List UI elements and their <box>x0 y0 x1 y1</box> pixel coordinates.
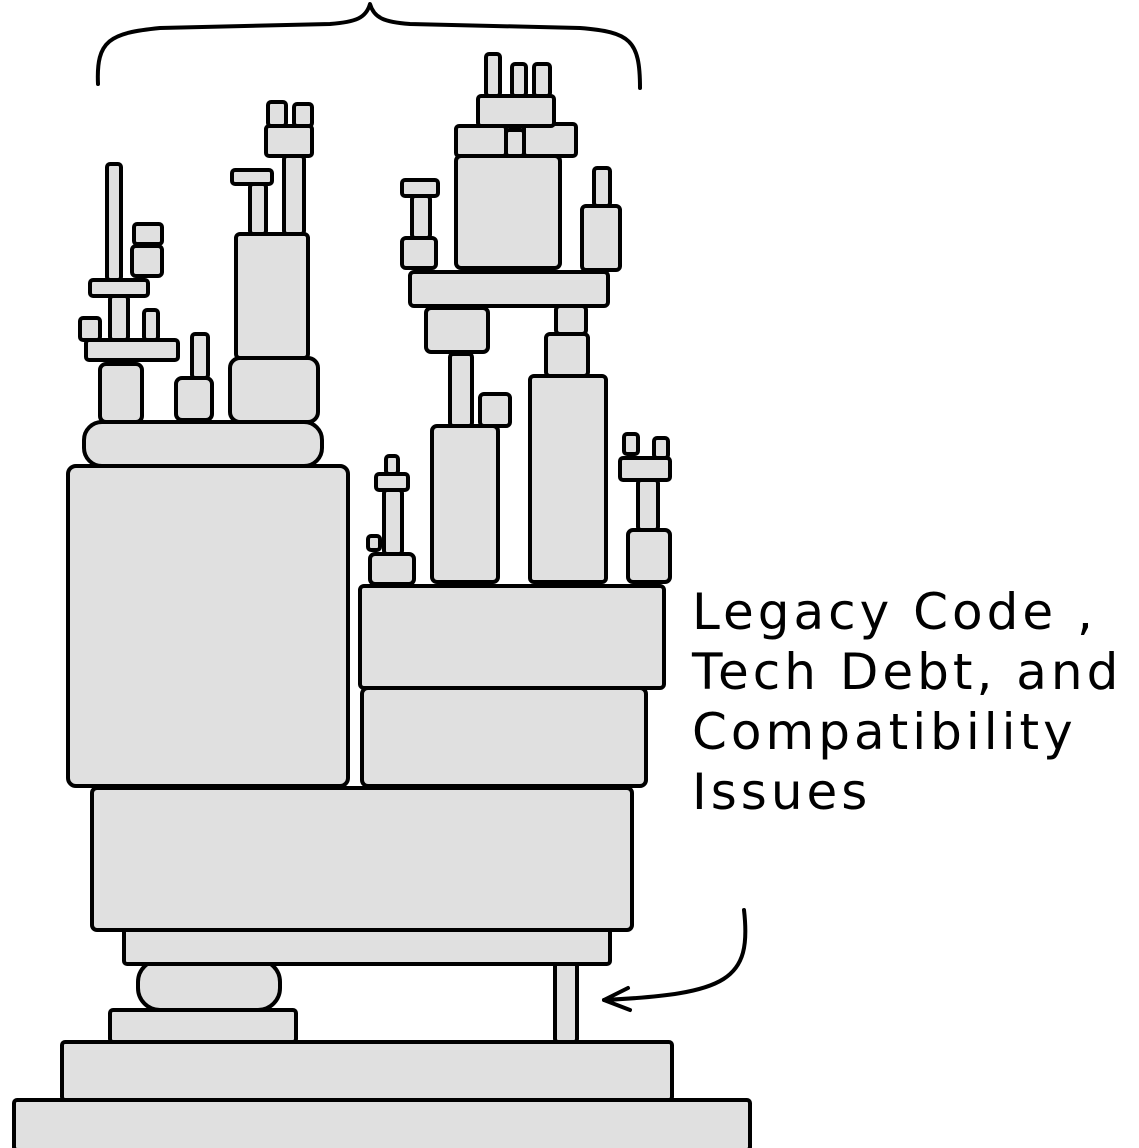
right-platform <box>408 270 610 308</box>
right-top-post-b <box>510 62 528 98</box>
mid-top-block <box>264 124 314 158</box>
shelf-below-main <box>122 926 612 966</box>
mid-rounded-block <box>228 356 320 424</box>
annotation-caption: Legacy Code , Tech Debt, and Compatibili… <box>692 582 1132 822</box>
base-slab <box>12 1098 752 1148</box>
right-edge-post <box>636 478 660 532</box>
mid-cap-a <box>266 100 288 128</box>
right-edge-base <box>626 528 672 584</box>
left-tiny-block-b <box>142 308 160 342</box>
right-small-base <box>368 552 416 586</box>
left-rounded-slab <box>82 420 324 468</box>
right-edge-cap-a <box>622 432 640 456</box>
left-round-support <box>136 958 282 1012</box>
right-top-post-c <box>532 62 552 98</box>
left-tiny-block-a <box>78 316 102 342</box>
right-small-knob <box>366 534 382 552</box>
right-edge-block <box>618 456 672 482</box>
right-left-knob-base <box>400 236 438 270</box>
left-cube <box>98 362 144 424</box>
left-stack-top-block <box>130 244 164 278</box>
right-mid-post <box>448 352 474 428</box>
mid-crossbar <box>230 168 274 186</box>
right-upper-block <box>358 584 666 690</box>
mid-cap-b <box>292 102 314 128</box>
caption-line-4: Issues <box>692 763 872 821</box>
right-tall-block <box>528 374 608 584</box>
mid-short-post <box>248 182 268 236</box>
right-top-slab-left <box>454 124 508 158</box>
left-stack-cap <box>132 222 164 246</box>
second-slab <box>60 1040 674 1102</box>
mid-tall-block <box>234 232 310 360</box>
right-top-block <box>476 94 556 128</box>
curved-arrow-icon <box>602 908 748 1002</box>
mid-tall-post <box>282 154 306 236</box>
right-top-joint <box>504 128 526 158</box>
caption-line-2: Tech Debt, and <box>692 643 1123 701</box>
right-small-cap <box>384 454 400 476</box>
right-top-slab-right <box>522 122 578 158</box>
right-left-knob-cap <box>400 178 440 198</box>
arrow-head-icon <box>602 986 632 1012</box>
right-top-post-a <box>484 52 502 98</box>
right-small-crossbar <box>374 472 410 492</box>
left-upper-ledge <box>88 278 150 298</box>
right-top-box <box>454 154 562 270</box>
right-mid-small-block <box>478 392 512 428</box>
right-mid-block <box>430 424 500 584</box>
right-cube-left <box>424 306 490 354</box>
right-right-block <box>580 204 622 272</box>
caption-line-3: Compatibility <box>692 703 1077 761</box>
left-antenna <box>105 162 123 282</box>
left-small-slab <box>108 1008 298 1044</box>
curly-brace-icon <box>95 2 642 90</box>
right-right-post <box>592 166 612 208</box>
left-big-block <box>66 464 350 788</box>
right-tall-cap <box>544 332 590 378</box>
right-tall-knob <box>554 304 588 336</box>
left-ledge <box>84 338 180 362</box>
left-stem <box>108 294 130 342</box>
right-left-knob-post <box>410 194 432 240</box>
right-lower-block <box>360 686 648 788</box>
left-mid-post <box>190 332 210 380</box>
thin-support-pillar <box>553 960 579 1044</box>
left-mid-small-block <box>174 376 214 422</box>
main-wide-block <box>90 786 634 932</box>
right-edge-cap-b <box>652 436 670 460</box>
caption-line-1: Legacy Code , <box>692 583 1097 641</box>
right-small-post <box>382 488 404 556</box>
